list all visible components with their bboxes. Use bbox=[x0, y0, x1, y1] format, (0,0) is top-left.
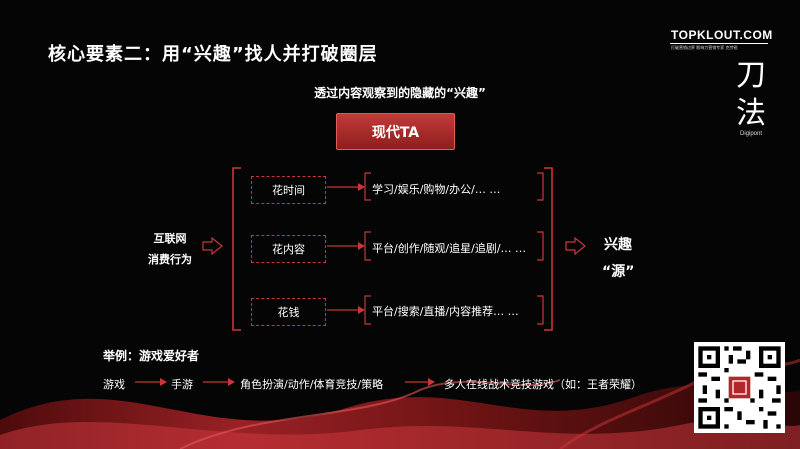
right-label-source: “源” bbox=[602, 264, 635, 280]
logo-subtext: Digipont bbox=[740, 131, 763, 137]
section-subtitle: 透过内容观察到的隐藏的“兴趣” bbox=[314, 86, 486, 100]
logo-char-1: 刀 bbox=[736, 58, 766, 93]
page-title: 核心要素二：用“兴趣”找人并打破圈层 bbox=[48, 44, 378, 65]
modern-ta-button[interactable]: 现代TA bbox=[336, 113, 455, 150]
brand-tagline: 打破营销边界 影响力营销专家 克劳锐 bbox=[671, 45, 738, 50]
left-label-line2: 消费行为 bbox=[148, 253, 192, 266]
right-label-interest: 兴趣 bbox=[604, 237, 632, 253]
qr-code-icon bbox=[694, 342, 785, 433]
box-spend-content: 花内容 bbox=[251, 235, 326, 263]
row-text-time: 学习/娱乐/购物/办公/… … bbox=[372, 183, 501, 196]
modern-ta-label: 现代TA bbox=[371, 124, 420, 141]
left-label-line1: 互联网 bbox=[153, 232, 187, 245]
flow-step-4: 多人在线战术竞技游戏（如：王者荣耀） bbox=[444, 378, 642, 391]
flow-step-1: 游戏 bbox=[103, 378, 125, 391]
row-text-content: 平台/创作/随观/追星/追剧/… … bbox=[372, 242, 527, 255]
brand-divider bbox=[670, 43, 768, 44]
smoke-decoration bbox=[0, 358, 800, 449]
brand-name: TOPKLOUT.COM bbox=[671, 28, 773, 42]
flow-step-3: 角色扮演/动作/体育竞技/策略 bbox=[240, 378, 384, 391]
box-spend-money: 花钱 bbox=[251, 298, 326, 326]
logo-char-2: 法 bbox=[736, 96, 766, 131]
box-spend-time: 花时间 bbox=[251, 176, 326, 204]
row-text-money: 平台/搜索/直播/内容推荐… … bbox=[372, 305, 519, 318]
flow-step-2: 手游 bbox=[171, 378, 193, 391]
example-heading: 举例：游戏爱好者 bbox=[103, 349, 200, 363]
